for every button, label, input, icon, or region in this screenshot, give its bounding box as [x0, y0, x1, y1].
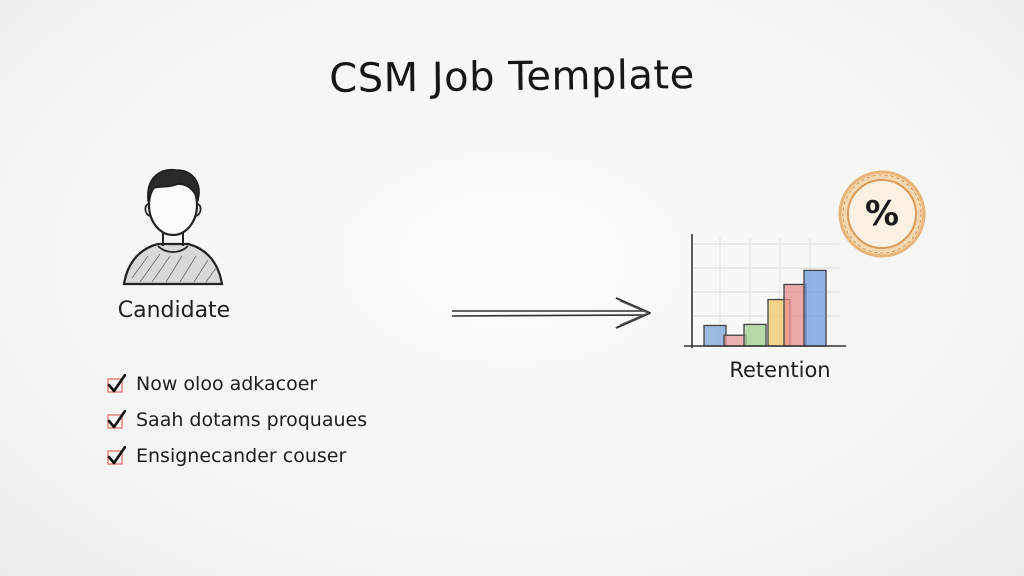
checklist-item[interactable]: Ensignecander couser	[106, 438, 426, 474]
chart-bar	[803, 269, 827, 347]
percent-icon: %	[864, 194, 900, 234]
badge-ring-icon	[838, 170, 926, 258]
chart-bar	[723, 334, 747, 347]
percent-badge: %	[836, 168, 928, 260]
candidate-label: Candidate	[117, 298, 231, 323]
chart-bar	[783, 283, 807, 347]
checklist-item-text: Now oloo adkacoer	[136, 373, 318, 395]
checklist-item-text: Saah dotams proquaues	[136, 409, 368, 431]
checklist-item-text: Ensignecander couser	[136, 445, 347, 467]
chart-bars	[703, 269, 827, 347]
checklist-item[interactable]: Now oloo adkacoer	[106, 366, 426, 402]
checklist: Now oloo adkacoer Saah dotams proquaues …	[106, 366, 426, 474]
checkbox-checked-icon[interactable]	[106, 446, 126, 466]
retention-label: Retention	[729, 358, 831, 382]
checklist-item[interactable]: Saah dotams proquaues	[106, 402, 426, 438]
retention-chart	[684, 234, 846, 348]
checkbox-checked-icon[interactable]	[106, 410, 126, 430]
chart-bar	[743, 323, 767, 347]
chart-bar	[703, 324, 727, 347]
arrow-right-icon	[451, 297, 651, 329]
person-icon	[122, 168, 224, 286]
checkbox-checked-icon[interactable]	[106, 374, 126, 394]
